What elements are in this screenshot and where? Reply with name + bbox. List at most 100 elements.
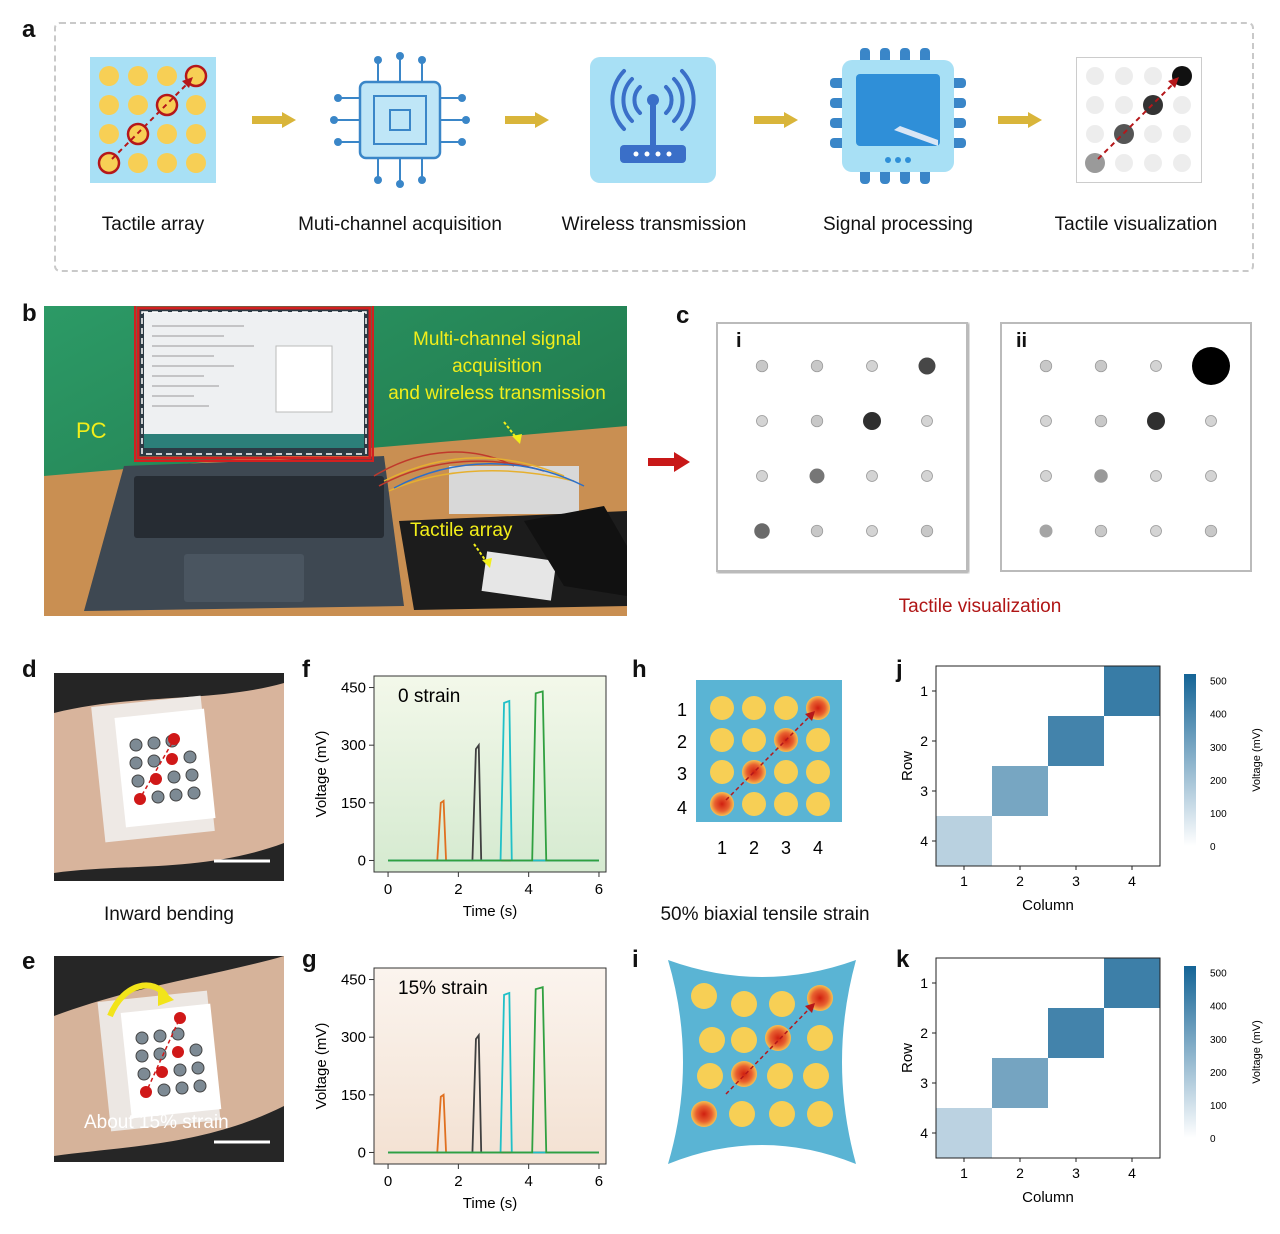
colorbar-tick-label: 500 [1210,969,1227,980]
router-icon [590,57,716,183]
intensity-dot [866,525,878,537]
row-tick: 3 [677,764,687,784]
intensity-dot [1192,347,1230,385]
colorbar-tick-label: 100 [1210,1101,1227,1112]
panel-label-h: h [632,656,647,683]
tactile-array-icon [90,57,216,183]
heat-cell [1048,958,1104,1008]
col-tick: 3 [781,838,791,858]
chip-icon [330,52,470,188]
panel-label-b: b [22,300,37,327]
heat-cell [1104,1108,1160,1158]
y-axis-label: Row [899,1043,916,1073]
panel-label-j: j [896,656,903,683]
x-tick-label: 1 [960,873,968,889]
wrist-photo-d [54,673,284,881]
flow-arrow-icon [754,112,798,128]
intensity-dot [920,524,934,538]
series-line-3 [388,690,599,862]
heat-cell [1048,1058,1104,1108]
heat-cell [1048,716,1104,766]
y-axis-label: Voltage (mV) [313,731,330,818]
panel-label-e: e [22,948,36,975]
heat-cell [936,666,992,716]
acquisition-label-line1: Multi-channel signal [413,329,581,350]
y-axis-label: Voltage (mV) [313,1023,330,1110]
intensity-dot [1039,524,1053,538]
panel-h-caption: 50% biaxial tensile strain [660,904,870,925]
row-tick: 4 [677,798,687,818]
heat-cell [936,1108,992,1158]
colorbar-tick-label: 0 [1210,842,1216,853]
colorbar-label: Voltage (mV) [1251,1020,1263,1084]
step-label-wireless: Wireless transmission [561,214,747,235]
y-tick-label: 1 [920,683,928,699]
colorbar-tick-label: 300 [1210,1035,1227,1046]
heat-cell [1104,958,1160,1008]
intensity-dot [921,415,933,427]
intensity-dot [866,470,878,482]
heat-cell [936,766,992,816]
y-tick-label: 150 [341,795,366,812]
intensity-dot [1039,359,1053,373]
panel-d-caption: Inward bending [104,904,234,925]
heat-cell [992,1108,1048,1158]
y-axis-label: Row [899,751,916,781]
strain-annotation: 0 strain [398,686,460,707]
intensity-dot [1205,470,1217,482]
intensity-dot [810,414,824,428]
intensity-dot [1040,470,1052,482]
x-axis-label: Time (s) [463,1195,517,1212]
heat-cell [936,1008,992,1058]
x-tick-label: 6 [595,881,603,898]
row-tick: 2 [677,732,687,752]
red-arrow-icon [648,452,690,472]
y-tick-label: 450 [341,972,366,989]
heat-cell [1104,716,1160,766]
plot-area [373,967,607,1165]
x-tick-label: 3 [1072,873,1080,889]
x-tick-label: 2 [454,881,462,898]
heatmap-frame [935,957,1161,1159]
strain-annotation: 15% strain [398,978,488,999]
plot-area [373,675,607,873]
acquisition-label-line2: acquisition [452,356,542,377]
intensity-dot [1040,415,1052,427]
intensity-dot [756,415,768,427]
intensity-dot [1150,470,1162,482]
heat-cell [992,1008,1048,1058]
intensity-dot [756,470,768,482]
heat-cell [992,958,1048,1008]
col-tick: 2 [749,838,759,858]
colorbar-tick-label: 300 [1210,743,1227,754]
x-axis-label: Column [1022,1189,1074,1206]
visualization-frame-ii [1000,322,1252,572]
x-tick-label: 3 [1072,1165,1080,1181]
sub-label-i: i [736,330,742,352]
heat-cell [1104,666,1160,716]
heat-cell [936,716,992,766]
colorbar-tick-label: 100 [1210,809,1227,820]
x-tick-label: 2 [1016,873,1024,889]
grid-i [754,357,936,539]
y-tick-label: 4 [920,833,928,849]
sub-label-ii: ii [1016,330,1028,352]
intensity-dot [918,357,936,375]
x-tick-label: 6 [595,1173,603,1190]
intensity-dot [1094,469,1108,483]
intensity-dot [810,524,824,538]
col-tick: 4 [813,838,823,858]
x-tick-label: 4 [524,881,532,898]
colorbar-tick-label: 400 [1210,710,1227,721]
heat-cell [1104,1058,1160,1108]
intensity-dot [755,359,769,373]
intensity-dot [809,468,825,484]
colorbar-tick-label: 500 [1210,677,1227,688]
x-tick-label: 4 [1128,873,1136,889]
step-label-acquisition: Muti-channel acquisition [298,214,502,235]
heat-cell [992,666,1048,716]
x-tick-label: 4 [1128,1165,1136,1181]
row-tick: 1 [677,700,687,720]
